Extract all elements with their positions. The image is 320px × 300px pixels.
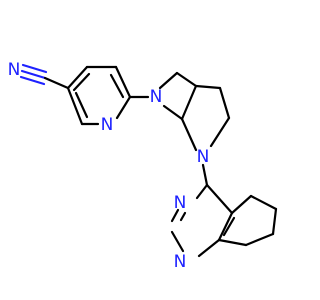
cyclopentane-bond-3 [271, 207, 278, 236]
atom-label-pyrrolidine-n2: N [197, 147, 210, 167]
nitrile-triple-bond-b [19, 75, 46, 86]
nitrile-triple-bond-a [20, 69, 47, 80]
ring-bond-a [158, 71, 179, 90]
ring-bond-d [194, 84, 222, 90]
atom-label-pyrrolidine-n1: N [150, 87, 163, 107]
ring-bond-b [175, 71, 198, 88]
atom-label-nitrile-n: N [8, 60, 21, 80]
ring-bond-f [209, 116, 231, 148]
nitrile-carbon-bond [43, 76, 70, 90]
atom-label-pyridine-n: N [101, 115, 114, 135]
ring-bond-c [162, 104, 184, 121]
pyrimidine-bond-1 [195, 183, 209, 200]
pyridine-bond-6-inner [74, 91, 89, 119]
chemical-structure: N N N N N N [8, 60, 278, 272]
atom-label-pyrimidine-n2: N [174, 252, 187, 272]
pyrimidine-bond-5 [217, 211, 234, 242]
pyrimidine-bond-2 [170, 208, 180, 223]
ring-bond-g [180, 117, 198, 152]
pyrimidine-bond-4 [197, 238, 221, 258]
pyrimidine-bond-5-inner [222, 216, 236, 237]
pyridine-bond-6 [66, 86, 84, 126]
nitrile-triple-bond-c [21, 63, 48, 74]
pyrimidine-bond-2-inner [179, 211, 187, 222]
bond-layer [19, 63, 278, 258]
pyrimidine-bond-6 [205, 183, 234, 215]
atom-layer: N N N N N N [8, 60, 210, 272]
cyclopentane-bond-5 [217, 238, 248, 247]
pyridine-bond-3 [114, 65, 132, 99]
cyclopentane-bond-4 [244, 232, 275, 247]
cyclopentane-bond-2 [249, 194, 278, 211]
atom-label-pyrimidine-n1: N [174, 193, 187, 213]
ring-bond-e [218, 86, 231, 120]
pyrimidine-link-bond [201, 163, 209, 187]
cyclopentane-bond-1 [230, 194, 253, 215]
ring-bond-fused [180, 84, 198, 121]
pyridine-bond-1 [66, 65, 89, 90]
pyridine-bond-3-inner [109, 73, 125, 99]
pyridine-bond-1-inner [72, 72, 91, 92]
pyridine-bond-4 [115, 95, 132, 120]
pyrimidine-bond-3 [170, 230, 185, 253]
